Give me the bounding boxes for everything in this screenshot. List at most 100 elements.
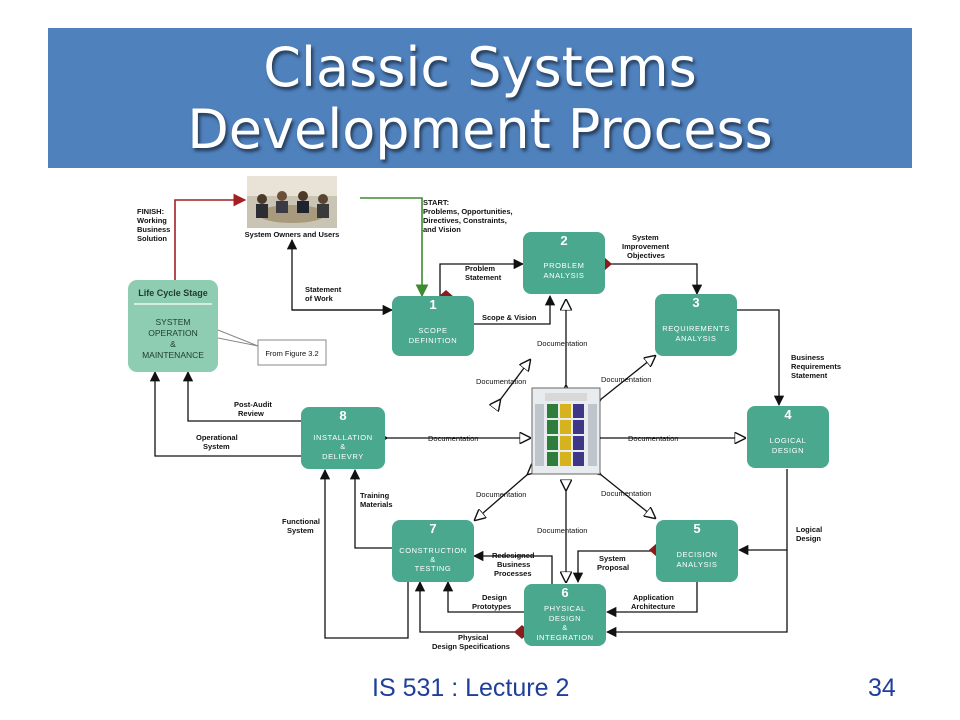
slide-page-number: 34 [868,674,896,702]
flow-labels: Statement of Work Problem Statement Scop… [196,233,841,651]
svg-text:Processes: Processes [494,569,532,578]
svg-text:LOGICAL: LOGICAL [770,436,807,445]
svg-text:Scope & Vision: Scope & Vision [482,313,537,322]
svg-text:6: 6 [561,585,568,600]
svg-text:DESIGN: DESIGN [772,446,804,455]
svg-text:ANALYSIS: ANALYSIS [676,334,717,343]
photo-caption: System Owners and Users [245,230,340,239]
svg-text:of Work: of Work [305,294,334,303]
svg-text:Architecture: Architecture [631,602,675,611]
svg-text:PROBLEM: PROBLEM [544,261,585,270]
svg-text:DESIGN: DESIGN [549,614,581,623]
svg-text:5: 5 [693,521,700,536]
start-arrow [360,197,429,298]
phase-8-box: 8 INSTALLATION & DELIEVRY [301,407,385,469]
svg-text:Materials: Materials [360,500,393,509]
svg-text:System: System [632,233,659,242]
phase-7-box: 7 CONSTRUCTION & TESTING [392,520,474,582]
svg-text:Application: Application [633,593,674,602]
flow-connectors [149,193,788,639]
svg-text:Business: Business [791,353,824,362]
svg-text:Training: Training [360,491,390,500]
svg-text:SYSTEM: SYSTEM [156,317,191,327]
svg-text:Requirements: Requirements [791,362,841,371]
svg-text:Documentation: Documentation [537,339,587,348]
phase-4-box: 4 LOGICAL DESIGN [747,406,829,468]
svg-text:OPERATION: OPERATION [148,328,197,338]
svg-text:Design: Design [482,593,507,602]
svg-text:Post-Audit: Post-Audit [234,400,272,409]
phase-6-box: 6 PHYSICAL DESIGN & INTEGRATION [524,584,606,646]
svg-text:ANALYSIS: ANALYSIS [544,271,585,280]
svg-text:Prototypes: Prototypes [472,602,511,611]
svg-text:Business: Business [497,560,530,569]
svg-text:Statement: Statement [791,371,828,380]
phase-5-box: 5 DECISION ANALYSIS [656,520,738,582]
svg-text:Documentation: Documentation [601,375,651,384]
svg-text:&: & [562,623,568,632]
svg-text:System: System [287,526,314,535]
svg-text:1: 1 [429,297,436,312]
phase-3-box: 3 REQUIREMENTS ANALYSIS [655,294,737,356]
svg-text:Documentation: Documentation [476,377,526,386]
svg-text:Documentation: Documentation [476,490,526,499]
svg-text:MAINTENANCE: MAINTENANCE [142,350,204,360]
svg-text:Business: Business [137,225,170,234]
svg-text:From Figure 3.2: From Figure 3.2 [265,349,318,358]
svg-text:DECISION: DECISION [676,550,717,559]
phase-2-box: 2 PROBLEM ANALYSIS [523,232,605,294]
svg-text:FINISH:: FINISH: [137,207,164,216]
svg-text:Statement: Statement [465,273,502,282]
svg-text:PHYSICAL: PHYSICAL [544,604,586,613]
svg-text:&: & [170,339,176,349]
svg-text:System: System [203,442,230,451]
svg-text:SCOPE: SCOPE [418,326,447,335]
svg-text:TESTING: TESTING [415,564,452,573]
svg-text:Documentation: Documentation [601,489,651,498]
svg-text:Redesigned: Redesigned [492,551,535,560]
svg-text:DEFINITION: DEFINITION [409,336,458,345]
svg-text:Design Specifications: Design Specifications [432,642,510,651]
phase-1-box: 1 SCOPE DEFINITION [392,296,474,356]
svg-text:START:: START: [423,198,449,207]
svg-text:Logical: Logical [796,525,822,534]
svg-text:Design: Design [796,534,821,543]
svg-text:Documentation: Documentation [428,434,478,443]
svg-text:and Vision: and Vision [423,225,461,234]
svg-text:ANALYSIS: ANALYSIS [677,560,718,569]
svg-text:&: & [430,555,436,564]
start-label: START: Problems, Opportunities, Directiv… [423,198,513,234]
svg-text:System: System [599,554,626,563]
svg-text:Solution: Solution [137,234,167,243]
documentation-labels: Documentation Documentation Documentatio… [428,339,678,535]
svg-text:Directives, Constraints,: Directives, Constraints, [423,216,507,225]
svg-text:Problems, Opportunities,: Problems, Opportunities, [423,207,513,216]
slide-title-line-2: Development Process [187,98,773,161]
footer-lecture-label: IS 531 : Lecture 2 [372,674,570,702]
svg-text:Review: Review [238,409,264,418]
title-bar: Classic Systems Development Process [48,28,912,168]
svg-text:Physical: Physical [458,633,488,642]
callout-from-figure: From Figure 3.2 [257,339,327,366]
svg-text:Documentation: Documentation [628,434,678,443]
center-matrix-graphic [531,387,601,475]
svg-text:CONSTRUCTION: CONSTRUCTION [399,546,467,555]
svg-text:Documentation: Documentation [537,526,587,535]
finish-arrow [174,193,247,280]
svg-text:2: 2 [560,233,567,248]
svg-text:Proposal: Proposal [597,563,629,572]
svg-text:DELIEVRY: DELIEVRY [322,452,364,461]
svg-text:8: 8 [339,408,346,423]
svg-text:REQUIREMENTS: REQUIREMENTS [662,324,730,333]
slide-title-line-1: Classic Systems [263,36,697,99]
lifecycle-stage-box: Life Cycle Stage SYSTEM OPERATION & MAIN… [128,280,218,372]
svg-text:Objectives: Objectives [627,251,665,260]
svg-text:3: 3 [692,295,699,310]
svg-text:Functional: Functional [282,517,320,526]
lifecycle-header: Life Cycle Stage [138,288,208,298]
svg-text:Working: Working [137,216,167,225]
documentation-arrows [386,300,745,582]
svg-text:7: 7 [429,521,436,536]
svg-text:INTEGRATION: INTEGRATION [536,633,593,642]
